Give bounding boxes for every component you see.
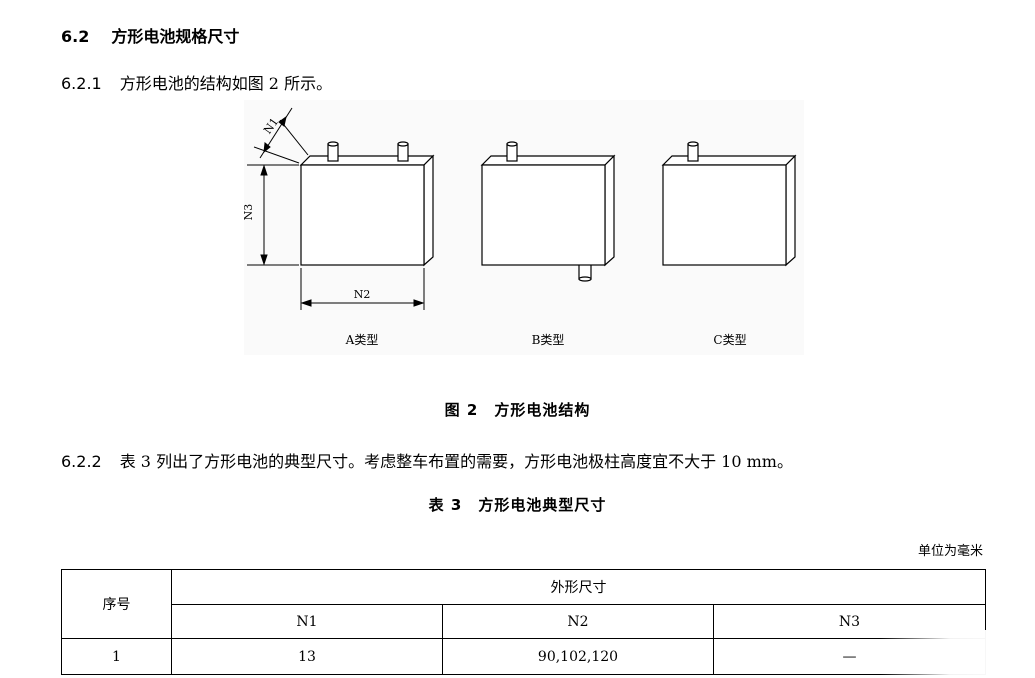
battery-c-top-face [661, 155, 797, 166]
battery-a-front-face [300, 164, 425, 266]
battery-b-top-face [480, 155, 616, 166]
n3-arrow-bottom [260, 254, 268, 266]
n1-extension-back [279, 119, 309, 156]
type-a-label: A类型 [345, 333, 379, 347]
table-header-row-2: N1 N2 N3 [62, 604, 986, 639]
battery-b-top-terminal-cap [506, 141, 518, 147]
section-heading: 6.2 方形电池规格尺寸 [61, 23, 239, 47]
table-unit: 单位为毫米 [917, 544, 983, 559]
n2-arrow-left [300, 299, 312, 307]
n3-arrow-top [260, 164, 268, 176]
battery-type-c [661, 141, 797, 267]
battery-c-side-face [785, 154, 796, 267]
clause-text: 表 3 列出了方形电池的典型尺寸。考虑整车布置的需要，方形电池极柱高度宜不大于 … [119, 452, 793, 471]
n2-arrow-right [413, 299, 425, 307]
header-index: 序号 [61, 569, 172, 639]
clause-number: 6.2.1 [61, 74, 102, 93]
section-title: 方形电池规格尺寸 [111, 27, 240, 46]
clause-number: 6.2.2 [61, 452, 102, 471]
battery-b-bottom-terminal-cap [578, 276, 592, 282]
section-number: 6.2 [61, 27, 90, 46]
battery-a-terminal-1-cap [327, 141, 339, 147]
cell-n1: 13 [171, 638, 443, 675]
header-n2: N2 [442, 604, 714, 639]
table-row: 1 13 90,102,120 — [61, 638, 986, 675]
figure-caption: 图 2 方形电池结构 [444, 401, 591, 419]
battery-a-top-face [299, 155, 435, 166]
battery-a-terminal-2-cap [397, 141, 409, 147]
battery-type-a [299, 141, 435, 267]
dimension-lines [247, 107, 425, 310]
cell-n2: 90,102,120 [442, 638, 714, 675]
battery-b-front-face [481, 164, 606, 266]
table-header-row-1: 序号 外形尺寸 [61, 569, 986, 639]
type-c-label: C类型 [713, 333, 746, 347]
clause-text: 方形电池的结构如图 2 所示。 [119, 74, 333, 93]
n1-extension-front [253, 146, 300, 164]
battery-structure-figure: N3 N2 N1 A类型 B类型 C类型 [244, 100, 804, 355]
header-n1: N1 [171, 604, 443, 639]
table-caption: 表 3 方形电池典型尺寸 [428, 496, 607, 514]
n1-arrow-front [263, 142, 271, 154]
battery-c-terminal-cap [687, 141, 699, 147]
scan-fade-overlay [880, 630, 1035, 678]
type-b-label: B类型 [532, 333, 565, 347]
dimension-label-n2: N2 [354, 288, 371, 301]
battery-c-front-face [662, 164, 787, 266]
n1-arrow-back [278, 115, 287, 127]
dimensions-table: 序号 外形尺寸 N1 N2 N3 1 13 90,102,120 — [61, 569, 986, 675]
header-outline-dimensions: 外形尺寸 [171, 569, 986, 605]
battery-a-side-face [423, 154, 434, 267]
cell-index: 1 [61, 638, 172, 675]
dimension-label-n3: N3 [244, 204, 255, 221]
battery-b-side-face [604, 154, 615, 267]
clause-6-2-1: 6.2.1 方形电池的结构如图 2 所示。 [61, 70, 332, 94]
clause-6-2-2: 6.2.2 表 3 列出了方形电池的典型尺寸。考虑整车布置的需要，方形电池极柱高度… [61, 448, 793, 472]
battery-type-b [480, 141, 616, 282]
